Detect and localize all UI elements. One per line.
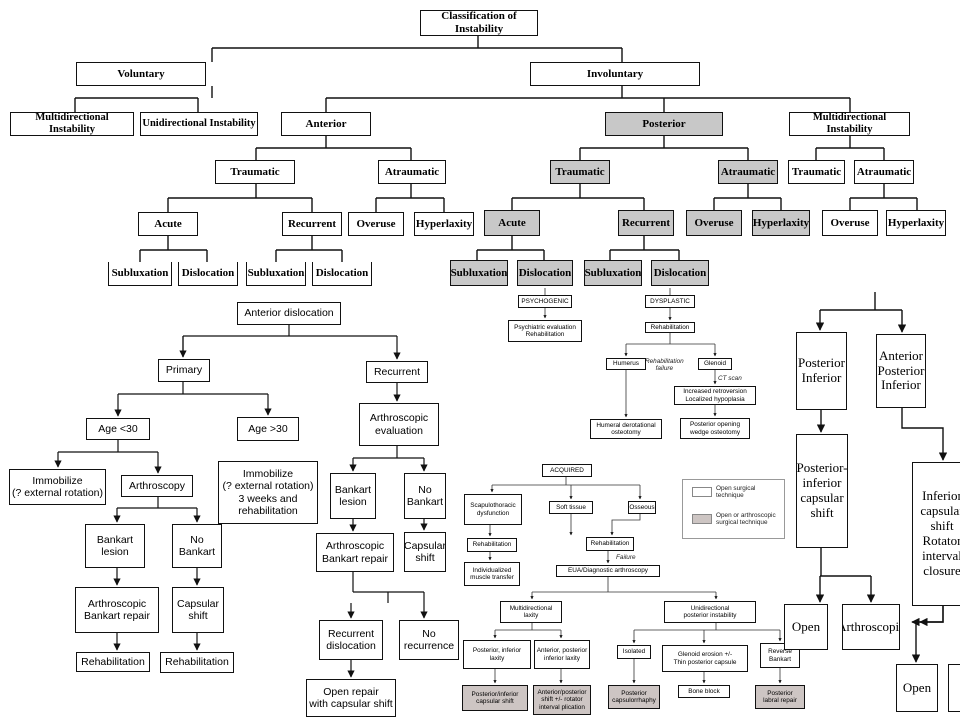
- anterior-traumatic-box: Traumatic: [215, 160, 295, 184]
- posterior-hyperlaxity-box: Hyperlaxity: [752, 210, 810, 236]
- age-over-30-box: Age >30: [237, 417, 299, 441]
- psychogenic-box: PSYCHOGENIC: [518, 295, 572, 308]
- humeral-osteotomy-box: Humeral derotational osteotomy: [590, 419, 662, 439]
- no-bankart-box: No Bankart: [172, 524, 222, 568]
- increased-retroversion-box: Increased retroversion Localized hypopla…: [674, 386, 756, 405]
- scapulo-rehabilitation-box: Rehabilitation: [467, 538, 517, 552]
- anterior-box: Anterior: [281, 112, 371, 136]
- arthroscopic-bankart-repair-box: Arthroscopic Bankart repair: [75, 587, 159, 633]
- humerus-box: Humerus: [606, 358, 646, 370]
- recurrent-dislocation-box: Recurrent dislocation: [319, 620, 383, 660]
- multidirectional-laxity-box: Multidirectional laxity: [500, 601, 562, 623]
- rehabilitation-box-1: Rehabilitation: [76, 652, 150, 672]
- scapulothoracic-box: Scapulothoracic dysfunction: [464, 494, 522, 525]
- ae-capsular-shift-box: Capsular shift: [404, 532, 446, 572]
- osseous-box: Osseous: [628, 501, 656, 514]
- rehabilitation-failure-label: Rehabilitation failure: [645, 358, 684, 372]
- posterior-recurrent-box: Recurrent: [618, 210, 674, 236]
- individualized-transfer-box: Individualized muscle transfer: [464, 562, 520, 586]
- rehabilitation-box-2: Rehabilitation: [160, 652, 234, 673]
- glenoid-box: Glenoid: [698, 358, 732, 370]
- arthroscopy-box: Arthroscopy: [121, 475, 193, 497]
- posterior-capsulorrhaphy-box: Posterior capsulorrhaphy: [608, 685, 660, 709]
- anterior-posterior-inferior-laxity-box: Anterior, posterior inferior laxity: [534, 640, 590, 669]
- voluntary-multidirectional-box: Multidirectional Instability: [10, 112, 134, 136]
- post-acute-subluxation-box: Subluxation: [450, 260, 508, 286]
- arthroscopic-evaluation-box: Arthroscopic evaluation: [359, 403, 439, 446]
- posterior-traumatic-box: Traumatic: [550, 160, 610, 184]
- involuntary-multidirectional-box: Multidirectional Instability: [789, 112, 910, 136]
- ae-no-bankart-box: No Bankart: [404, 473, 446, 519]
- voluntary-box: Voluntary: [76, 62, 206, 86]
- posterior-labral-repair-box: Posterior labral repair: [755, 685, 805, 709]
- right-open-box-2: Open: [896, 664, 938, 712]
- immobilize-box: Immobilize (? external rotation): [9, 469, 106, 505]
- posterior-wedge-osteotomy-box: Posterior opening wedge osteotomy: [680, 418, 750, 439]
- mdi-atraumatic-box: Atraumatic: [854, 160, 914, 184]
- legend-open-or-arthroscopic-swatch: [692, 514, 712, 524]
- ae-bankart-lesion-box: Bankart lesion: [330, 473, 376, 519]
- ct-scan-label: CT scan: [718, 375, 742, 382]
- anterior-hyperlaxity-box: Hyperlaxity: [414, 212, 474, 236]
- anterior-posterior-shift-box: Anterior/posterior shift +/- rotator int…: [533, 685, 591, 715]
- legend-open-label: Open surgical technique: [716, 485, 756, 499]
- right-cutoff-box: [948, 664, 960, 712]
- posterior-inferior-laxity-box: Posterior, inferior laxity: [463, 640, 531, 669]
- soft-tissue-rehabilitation-box: Rehabilitation: [586, 537, 634, 551]
- post-acute-dislocation-box: Dislocation: [517, 260, 573, 286]
- post-recurrent-dislocation-box: Dislocation: [651, 260, 709, 286]
- glenoid-erosion-box: Glenoid erosion +/- Thin posterior capsu…: [662, 645, 748, 672]
- ae-arthroscopic-bankart-repair-box: Arthroscopic Bankart repair: [316, 533, 394, 572]
- posterior-atraumatic-box: Atraumatic: [718, 160, 778, 184]
- recurrent-box: Recurrent: [366, 361, 428, 383]
- capsular-shift-box: Capsular shift: [172, 587, 224, 633]
- mdi-traumatic-box: Traumatic: [788, 160, 845, 184]
- legend-open-or-arthroscopic-label: Open or arthroscopic surgical technique: [716, 512, 776, 526]
- bankart-lesion-box: Bankart lesion: [85, 524, 145, 568]
- primary-box: Primary: [158, 359, 210, 382]
- posterior-overuse-box: Overuse: [686, 210, 742, 236]
- ant-acute-dislocation-box: Dislocation: [178, 262, 238, 286]
- acquired-box: ACQUIRED: [542, 464, 592, 477]
- age-under-30-box: Age <30: [86, 418, 150, 440]
- post-recurrent-subluxation-box: Subluxation: [584, 260, 642, 286]
- classification-of-instability-box: Classification of Instability: [420, 10, 538, 36]
- involuntary-box: Involuntary: [530, 62, 700, 86]
- right-arthroscopic-box: Arthroscopic: [842, 604, 900, 650]
- ant-recurrent-dislocation-box: Dislocation: [312, 262, 372, 286]
- psychiatric-evaluation-box: Psychiatric evaluation Rehabilitation: [508, 320, 582, 342]
- right-open-box: Open: [784, 604, 828, 650]
- anterior-acute-box: Acute: [138, 212, 198, 236]
- anterior-overuse-box: Overuse: [348, 212, 404, 236]
- posterior-inferior-capsular-shift-box: Posterior/inferior capsular shift: [462, 685, 528, 711]
- isolated-box: Isolated: [617, 645, 651, 659]
- unidirectional-instability-box: Unidirectional Instability: [140, 112, 258, 136]
- no-recurrence-box: No recurrence: [399, 620, 459, 660]
- failure-label: Failure: [616, 554, 636, 561]
- soft-tissue-box: Soft tissue: [549, 501, 593, 514]
- anterior-posterior-inferior-box: Anterior Posterior Inferior: [876, 334, 926, 408]
- posterior-inferior-capsular-shift-right-box: Posterior- inferior capsular shift: [796, 434, 848, 548]
- anterior-dislocation-box: Anterior dislocation: [237, 302, 341, 325]
- open-repair-box: Open repair with capsular shift: [306, 679, 396, 717]
- mdi-hyperlaxity-box: Hyperlaxity: [886, 210, 946, 236]
- posterior-inferior-box: Posterior Inferior: [796, 332, 847, 410]
- anterior-recurrent-box: Recurrent: [282, 212, 342, 236]
- posterior-box: Posterior: [605, 112, 723, 136]
- dysplastic-rehabilitation-box: Rehabilitation: [645, 322, 695, 333]
- inferior-capsular-shift-box: Inferior capsular shift Rotator interval…: [912, 462, 960, 606]
- dysplastic-box: DYSPLASTIC: [645, 295, 695, 308]
- eua-box: EUA/Diagnostic arthroscopy: [556, 565, 660, 577]
- anterior-atraumatic-box: Atraumatic: [378, 160, 446, 184]
- ant-recurrent-subluxation-box: Subluxation: [246, 262, 306, 286]
- immobilize-3-weeks-box: Immobilize (? external rotation) 3 weeks…: [218, 461, 318, 524]
- unidirectional-posterior-box: Unidirectional posterior instability: [664, 601, 756, 623]
- mdi-overuse-box: Overuse: [822, 210, 878, 236]
- ant-acute-subluxation-box: Subluxation: [108, 262, 172, 286]
- legend-open-swatch: [692, 487, 712, 497]
- bone-block-box: Bone block: [678, 685, 730, 698]
- posterior-acute-box: Acute: [484, 210, 540, 236]
